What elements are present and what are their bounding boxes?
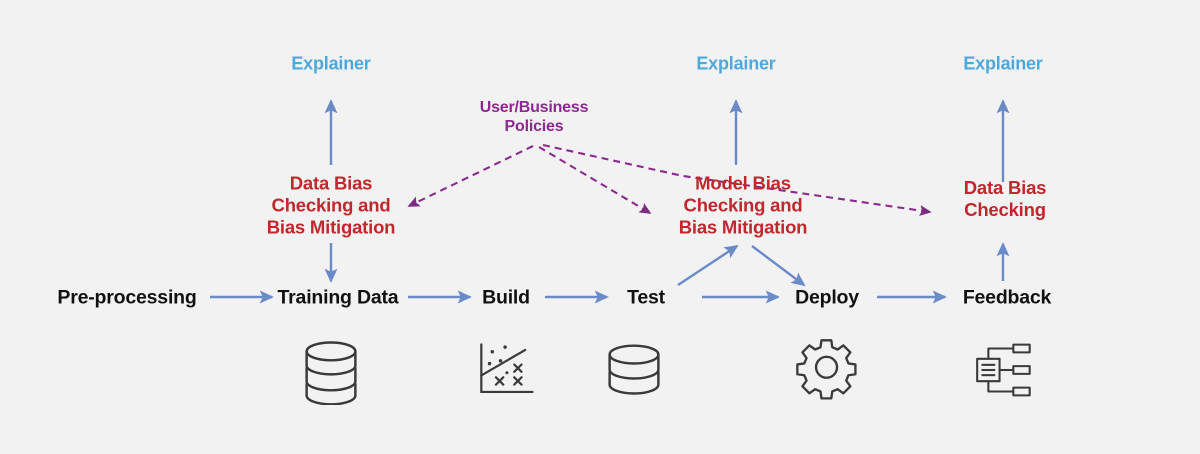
vertical-arrow-group bbox=[324, 99, 1010, 283]
stage-label-feedback: Feedback bbox=[962, 286, 1052, 309]
arrow-test-to-model-bias bbox=[677, 244, 739, 287]
database-icon bbox=[294, 335, 368, 409]
feedback-flow-icon bbox=[966, 333, 1040, 407]
scatter-plot-icon bbox=[469, 333, 543, 407]
data-bias-checking-mitigation-left: Data Bias Checking and Bias Mitigation bbox=[266, 172, 396, 237]
stage-label-build: Build bbox=[482, 286, 530, 309]
arrow-policies-to-model-bias bbox=[538, 146, 652, 214]
policy-arrow-group bbox=[407, 143, 932, 216]
model-bias-diagonal-group bbox=[677, 244, 806, 287]
stage-label-training-data: Training Data bbox=[277, 286, 399, 309]
arrow-policies-to-data-bias-left bbox=[407, 145, 534, 207]
data-bias-checking-right: Data Bias Checking bbox=[963, 177, 1047, 220]
stage-label-test: Test bbox=[627, 286, 665, 309]
arrow-model-bias-to-deploy bbox=[751, 245, 806, 287]
explainer-label-right: Explainer bbox=[963, 53, 1043, 74]
stage-label-deploy: Deploy bbox=[795, 286, 859, 309]
user-business-policies-label: User/Business Policies bbox=[479, 99, 589, 135]
model-bias-checking-mitigation: Model Bias Checking and Bias Mitigation bbox=[678, 172, 808, 237]
explainer-label-left: Explainer bbox=[291, 53, 371, 74]
database-icon bbox=[597, 333, 671, 407]
stage-label-pre-processing: Pre-processing bbox=[57, 286, 197, 309]
gear-icon bbox=[790, 333, 864, 407]
explainer-label-middle: Explainer bbox=[696, 53, 776, 74]
